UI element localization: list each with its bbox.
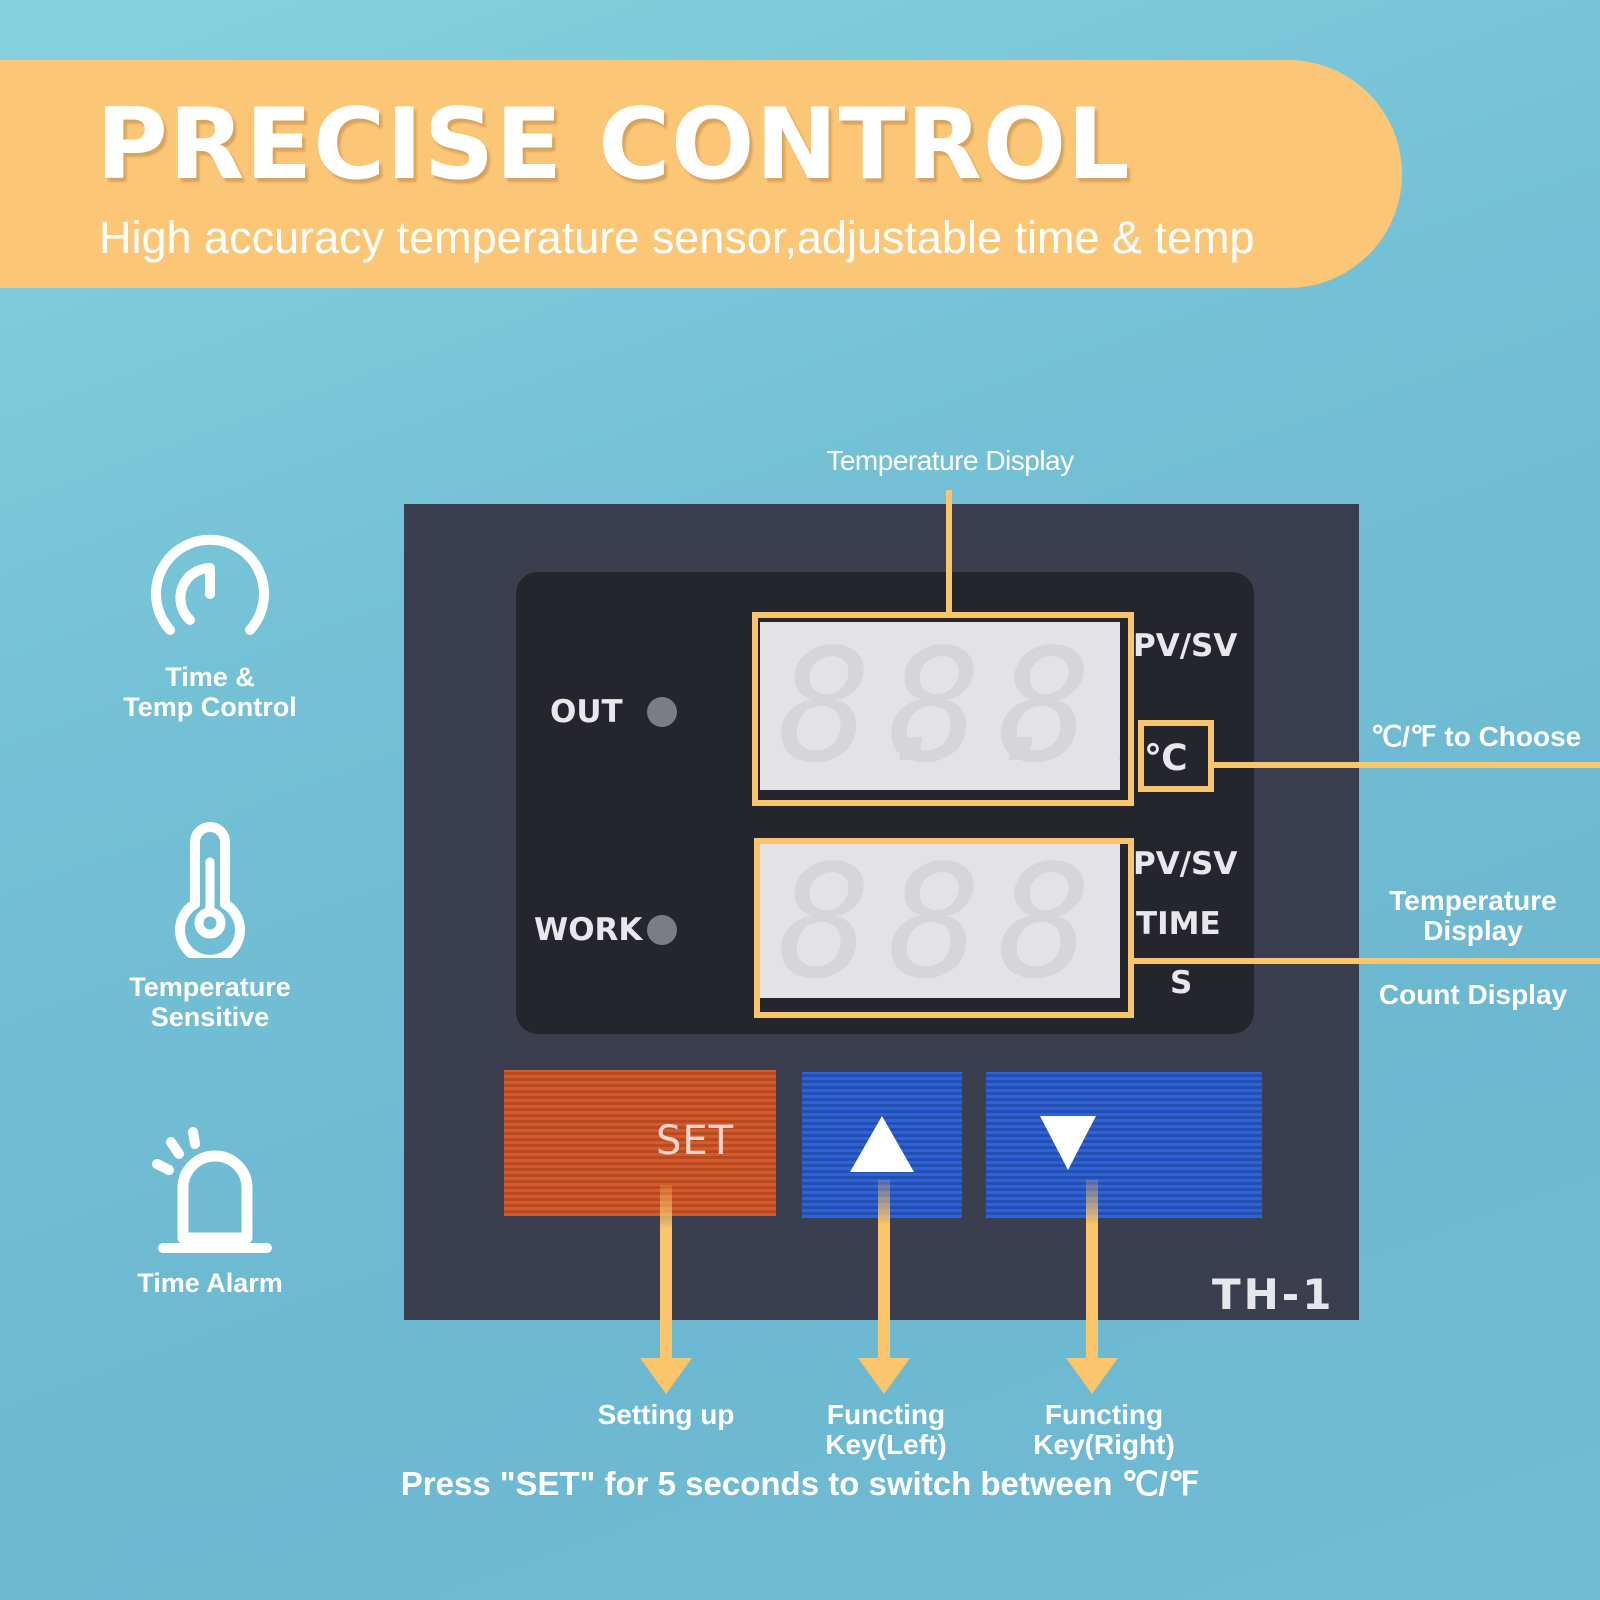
- feature-label: Time & Temp Control: [123, 662, 297, 722]
- header-banner: [0, 60, 1402, 288]
- work-indicator-label: WORK: [534, 912, 643, 948]
- lower-display-highlight: [754, 838, 1134, 1018]
- callout-key-right: Functing Key(Right): [1033, 1399, 1175, 1460]
- set-button[interactable]: SET: [504, 1070, 776, 1216]
- callout-temperature-display-top: Temperature Display: [826, 445, 1074, 476]
- page-subtitle: High accuracy temperature sensor,adjusta…: [99, 212, 1255, 263]
- feature-temperature-sensitive: Temperature Sensitive: [80, 822, 340, 1032]
- down-button[interactable]: [986, 1072, 1262, 1218]
- callout-line-count: [1134, 958, 1600, 964]
- upper-pvsv-label: PV/SV: [1133, 628, 1238, 664]
- upper-display-highlight: [752, 612, 1134, 806]
- page-title: PRECISE CONTROL: [96, 88, 1131, 202]
- alarm-icon: [152, 1127, 272, 1253]
- lower-segment-display: 8 8 8: [760, 844, 1120, 998]
- footer-instruction: Press "SET" for 5 seconds to switch betw…: [400, 1465, 1200, 1502]
- down-arrow-icon: [1040, 1116, 1096, 1170]
- up-button[interactable]: [802, 1072, 962, 1218]
- callout-temperature-display-right: Temperature Display: [1389, 885, 1557, 946]
- out-indicator-label: OUT: [550, 694, 623, 730]
- unit-highlight: [1138, 720, 1214, 792]
- gauge-icon: [151, 534, 269, 635]
- up-arrow-icon: [850, 1116, 914, 1172]
- callout-count-display: Count Display: [1378, 979, 1568, 1010]
- feature-time-temp-control: Time & Temp Control: [80, 532, 340, 722]
- work-led: [647, 915, 677, 945]
- feature-label: Time Alarm: [137, 1268, 283, 1298]
- upper-segment-display: 8. 8. 8.: [760, 622, 1120, 790]
- callout-key-left: Functing Key(Left): [825, 1399, 947, 1460]
- callout-line-top: [946, 490, 952, 614]
- callout-unit-choose: ℃/℉ to Choose: [1370, 721, 1582, 752]
- lower-pvsv-label: PV/SV: [1133, 846, 1238, 882]
- celsius-unit-label: ℃: [1144, 738, 1188, 779]
- feature-time-alarm: Time Alarm: [80, 1126, 340, 1298]
- set-button-label: SET: [656, 1118, 735, 1164]
- seconds-label: S: [1170, 965, 1193, 1001]
- thermometer-icon: [175, 822, 245, 958]
- model-label: TH-1: [1212, 1270, 1335, 1319]
- out-led: [647, 697, 677, 727]
- callout-line-unit: [1214, 762, 1600, 768]
- time-label: TIME: [1136, 906, 1221, 942]
- callout-setting-up: Setting up: [597, 1399, 735, 1430]
- feature-label: Temperature Sensitive: [129, 972, 291, 1032]
